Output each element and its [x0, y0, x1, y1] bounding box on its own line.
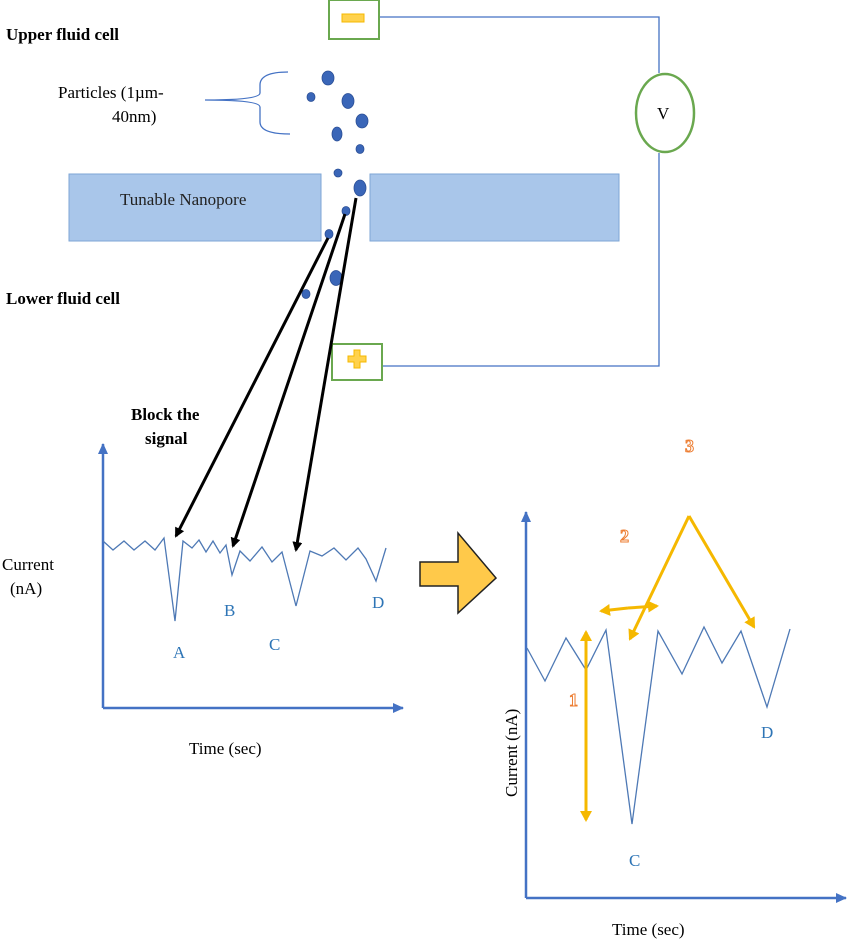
right-peak-label-d: D — [761, 723, 773, 742]
interval-arrow — [687, 515, 756, 629]
marker-3: 3 — [685, 436, 694, 456]
block-arrow-b — [230, 213, 347, 548]
nanopore-left-slab — [68, 173, 322, 242]
width-arrow — [627, 600, 659, 613]
left-plot: Current (nA) Time (sec) A B C D — [2, 443, 404, 758]
left-current-trace — [102, 536, 387, 622]
plus-icon — [347, 349, 367, 369]
block-arrow-c — [292, 197, 358, 552]
upper-cell-label: Upper fluid cell — [6, 25, 119, 44]
peak-label-b: B — [224, 601, 235, 620]
particles-label-line1: Particles (1µm- — [58, 83, 164, 102]
particles-brace — [204, 71, 291, 135]
particle — [301, 289, 311, 299]
particle — [324, 229, 334, 239]
marker-2: 2 — [620, 526, 629, 546]
peak-label-a: A — [173, 643, 186, 662]
particle — [306, 92, 316, 102]
block-arrow-a — [174, 237, 330, 538]
peak-label-c: C — [269, 635, 280, 654]
width-arrow — [599, 604, 629, 616]
nanopore-label: Tunable Nanopore — [120, 190, 246, 209]
particle — [341, 93, 355, 109]
nanopore-right-slab — [369, 173, 620, 242]
right-xlabel: Time (sec) — [612, 920, 685, 939]
block-signal-line2: signal — [145, 429, 188, 448]
particle — [355, 113, 369, 129]
right-plot: Current (nA) Time (sec) C D 1 2 3 — [502, 436, 847, 939]
particle — [331, 126, 343, 142]
particle — [353, 179, 367, 197]
right-peak-label-c: C — [629, 851, 640, 870]
peak-label-d: D — [372, 593, 384, 612]
particle — [321, 70, 335, 86]
transition-arrow — [419, 530, 498, 615]
particle — [333, 168, 343, 178]
left-ylabel-line2: (nA) — [10, 579, 42, 598]
particles — [301, 70, 369, 299]
particle — [355, 144, 365, 154]
circuit-wire — [379, 16, 660, 73]
block-signal-line1: Block the — [131, 405, 200, 424]
voltmeter — [634, 72, 696, 154]
left-ylabel-line1: Current — [2, 555, 54, 574]
right-current-trace — [526, 625, 791, 825]
lower-cell-label: Lower fluid cell — [6, 289, 120, 308]
circuit-wire — [382, 153, 660, 367]
right-ylabel: Current (nA) — [502, 709, 521, 797]
minus-icon — [341, 13, 365, 23]
circuit: V — [328, 0, 696, 381]
particle — [341, 206, 351, 216]
interval-arrow — [628, 515, 691, 641]
voltmeter-label: V — [657, 104, 670, 123]
left-xlabel: Time (sec) — [189, 739, 262, 758]
marker-1: 1 — [569, 690, 578, 710]
particles-label-line2: 40nm) — [112, 107, 156, 126]
